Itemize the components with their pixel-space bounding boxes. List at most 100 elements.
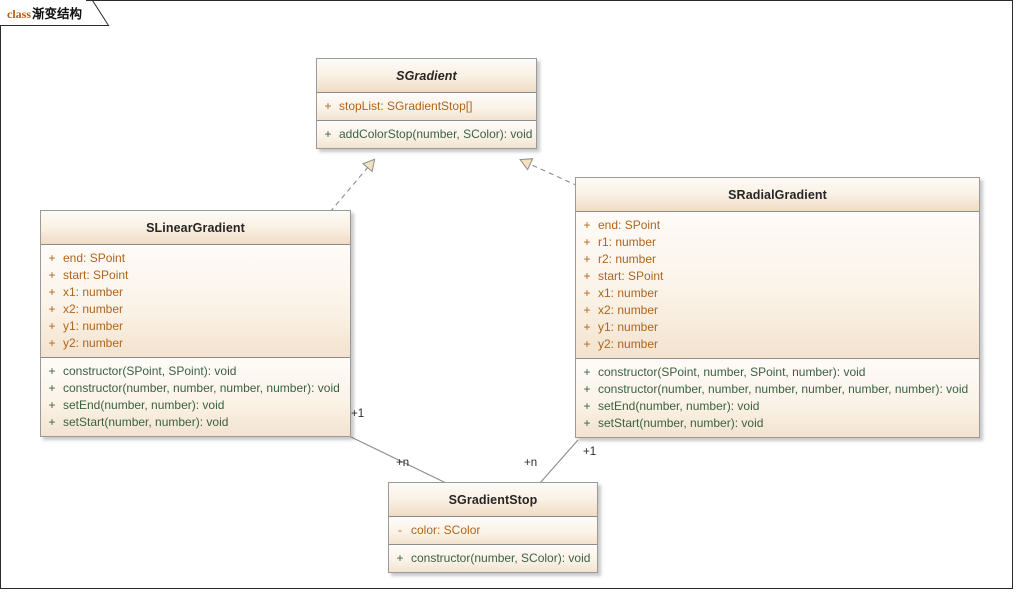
visibility-marker: +: [48, 398, 56, 412]
attributes-compartment-sgradient: + stopList: SGradientStop[]: [317, 93, 536, 121]
visibility-marker: +: [48, 381, 56, 395]
attribute-signature: x1: number: [63, 285, 124, 299]
attribute-signature: color: SColor: [411, 523, 481, 537]
class-name-sradialgradient: SRadialGradient: [728, 187, 827, 202]
attribute-signature: x2: number: [598, 303, 659, 317]
visibility-marker: +: [48, 364, 56, 378]
class-header-sradialgradient: SRadialGradient: [576, 178, 979, 212]
attribute-row: + r2: number: [576, 251, 979, 268]
attribute-row: + stopList: SGradientStop[]: [317, 98, 536, 115]
multiplicity-radial-stop-end: +n: [524, 457, 538, 469]
attributes-compartment-sgradientstop: - color: SColor: [389, 517, 597, 545]
visibility-marker: +: [583, 320, 591, 334]
operation-row: + addColorStop(number, SColor): void: [317, 126, 536, 143]
operations-compartment-sgradient: + addColorStop(number, SColor): void: [317, 121, 536, 148]
attribute-signature: start: SPoint: [63, 268, 129, 282]
operation-row: + constructor(SPoint, SPoint): void: [41, 363, 350, 380]
visibility-marker: +: [324, 127, 332, 141]
class-name-sgradientstop: SGradientStop: [448, 492, 538, 507]
diagram-tab-keyword: class: [7, 7, 31, 21]
visibility-marker: +: [583, 286, 591, 300]
operation-signature: constructor(SPoint, number, SPoint, numb…: [598, 365, 866, 379]
operation-signature: constructor(number, number, number, numb…: [63, 381, 340, 395]
attribute-row: + end: SPoint: [41, 250, 350, 267]
attribute-signature: y1: number: [63, 319, 124, 333]
operation-row: + setStart(number, number): void: [41, 414, 350, 431]
visibility-marker: +: [583, 365, 591, 379]
operation-signature: setEnd(number, number): void: [63, 398, 225, 412]
visibility-marker: +: [48, 251, 56, 265]
visibility-marker: +: [583, 303, 591, 317]
attribute-row: + y2: number: [41, 335, 350, 352]
operation-row: + setStart(number, number): void: [576, 415, 979, 432]
visibility-marker: +: [48, 285, 56, 299]
visibility-marker: +: [583, 252, 591, 266]
operations-compartment-sgradientstop: + constructor(number, SColor): void: [389, 545, 597, 572]
attribute-signature: start: SPoint: [598, 269, 664, 283]
attribute-row: + x2: number: [41, 301, 350, 318]
class-box-sgradientstop[interactable]: SGradientStop - color: SColor + construc…: [388, 482, 598, 573]
operation-row: + constructor(number, SColor): void: [389, 550, 597, 567]
attribute-row: + y1: number: [576, 319, 979, 336]
operations-compartment-slineargradient: + constructor(SPoint, SPoint): void + co…: [41, 358, 350, 436]
operation-signature: setStart(number, number): void: [598, 416, 764, 430]
operation-signature: addColorStop(number, SColor): void: [339, 127, 533, 141]
class-name-sgradient: SGradient: [396, 68, 457, 83]
attributes-compartment-sradialgradient: + end: SPoint + r1: number + r2: number …: [576, 212, 979, 359]
class-header-sgradientstop: SGradientStop: [389, 483, 597, 517]
attribute-signature: stopList: SGradientStop[]: [339, 99, 473, 113]
attribute-row: + x1: number: [576, 285, 979, 302]
visibility-marker: +: [48, 268, 56, 282]
operation-signature: constructor(number, SColor): void: [411, 551, 591, 565]
class-box-slineargradient[interactable]: SLinearGradient + end: SPoint + start: S…: [40, 210, 351, 437]
attribute-row: + y2: number: [576, 336, 979, 353]
operation-row: + setEnd(number, number): void: [576, 398, 979, 415]
visibility-marker: +: [396, 551, 404, 565]
attribute-row: + r1: number: [576, 234, 979, 251]
class-name-slineargradient: SLinearGradient: [146, 220, 245, 235]
attribute-row: + y1: number: [41, 318, 350, 335]
attributes-compartment-slineargradient: + end: SPoint + start: SPoint + x1: numb…: [41, 245, 350, 358]
operation-signature: constructor(SPoint, SPoint): void: [63, 364, 237, 378]
class-header-sgradient: SGradient: [317, 59, 536, 93]
attribute-row: + start: SPoint: [41, 267, 350, 284]
diagram-title-tab[interactable]: class 渐变结构: [0, 0, 87, 25]
attribute-signature: x1: number: [598, 286, 659, 300]
operation-row: + constructor(SPoint, number, SPoint, nu…: [576, 364, 979, 381]
visibility-marker: +: [48, 302, 56, 316]
class-box-sgradient[interactable]: SGradient + stopList: SGradientStop[] + …: [316, 58, 537, 149]
class-box-sradialgradient[interactable]: SRadialGradient + end: SPoint + r1: numb…: [575, 177, 980, 438]
attribute-row: - color: SColor: [389, 522, 597, 539]
attribute-signature: y2: number: [598, 337, 659, 351]
attribute-signature: y2: number: [63, 336, 124, 350]
visibility-marker: +: [48, 336, 56, 350]
visibility-marker: -: [398, 523, 402, 537]
diagram-tab-name: 渐变结构: [32, 7, 83, 21]
attribute-signature: r1: number: [598, 235, 657, 249]
attribute-signature: y1: number: [598, 320, 659, 334]
visibility-marker: +: [48, 415, 56, 429]
operation-signature: setStart(number, number): void: [63, 415, 229, 429]
operation-row: + constructor(number, number, number, nu…: [576, 381, 979, 398]
multiplicity-linear-stop-end: +n: [396, 457, 410, 469]
visibility-marker: +: [583, 218, 591, 232]
operations-compartment-sradialgradient: + constructor(SPoint, number, SPoint, nu…: [576, 359, 979, 437]
visibility-marker: +: [324, 99, 332, 113]
visibility-marker: +: [583, 416, 591, 430]
attribute-row: + end: SPoint: [576, 217, 979, 234]
visibility-marker: +: [583, 399, 591, 413]
attribute-row: + x1: number: [41, 284, 350, 301]
multiplicity-radial-end: +1: [583, 446, 597, 458]
multiplicity-linear-end: +1: [351, 408, 365, 420]
visibility-marker: +: [583, 337, 591, 351]
operation-row: + setEnd(number, number): void: [41, 397, 350, 414]
visibility-marker: +: [583, 269, 591, 283]
visibility-marker: +: [583, 235, 591, 249]
operation-signature: setEnd(number, number): void: [598, 399, 760, 413]
attribute-signature: end: SPoint: [63, 251, 126, 265]
class-header-slineargradient: SLinearGradient: [41, 211, 350, 245]
attribute-signature: end: SPoint: [598, 218, 661, 232]
visibility-marker: +: [48, 319, 56, 333]
attribute-row: + start: SPoint: [576, 268, 979, 285]
